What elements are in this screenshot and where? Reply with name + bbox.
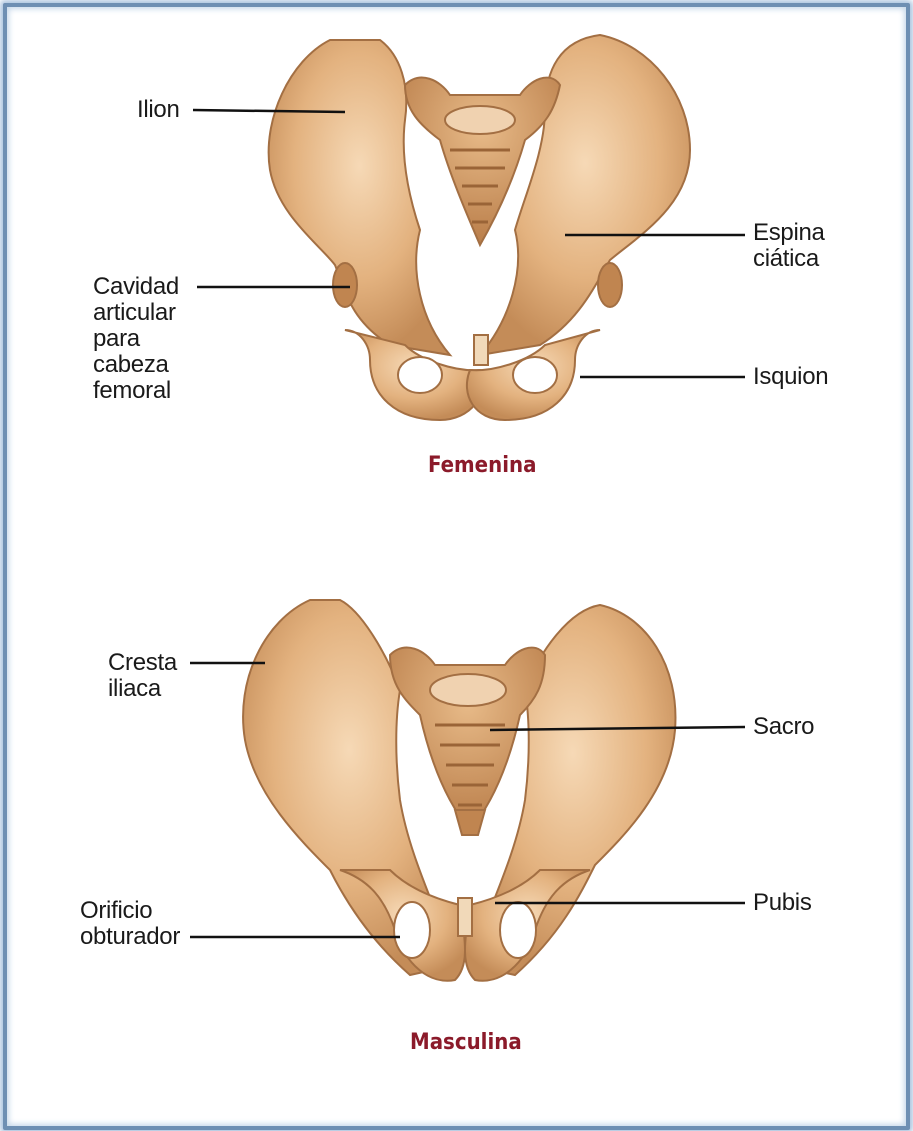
- label-cresta-line2: iliaca: [108, 676, 177, 702]
- label-pubis: Pubis: [753, 890, 812, 916]
- label-cavidad-line4: cabeza: [93, 352, 179, 378]
- label-orificio: Orificio obturador: [80, 898, 180, 950]
- male-title: Masculina: [410, 1030, 522, 1055]
- label-cresta: Cresta iliaca: [108, 650, 177, 702]
- male-pelvis: [243, 600, 675, 981]
- label-sacro: Sacro: [753, 714, 814, 740]
- label-espina: Espina ciática: [753, 220, 825, 272]
- label-orificio-line2: obturador: [80, 924, 180, 950]
- label-cavidad: Cavidad articular para cabeza femoral: [93, 274, 179, 404]
- label-orificio-line1: Orificio: [80, 898, 180, 924]
- female-title: Femenina: [428, 453, 536, 478]
- label-cresta-line1: Cresta: [108, 650, 177, 676]
- label-cavidad-line2: articular: [93, 300, 179, 326]
- female-right-ilium: [480, 35, 690, 355]
- label-cavidad-line1: Cavidad: [93, 274, 179, 300]
- label-isquion: Isquion: [753, 364, 828, 390]
- label-cavidad-line5: femoral: [93, 378, 179, 404]
- label-espina-line2: ciática: [753, 246, 825, 272]
- label-espina-line1: Espina: [753, 220, 825, 246]
- label-ilion: Ilion: [137, 97, 180, 123]
- label-cavidad-line3: para: [93, 326, 179, 352]
- female-pelvis: [269, 35, 690, 420]
